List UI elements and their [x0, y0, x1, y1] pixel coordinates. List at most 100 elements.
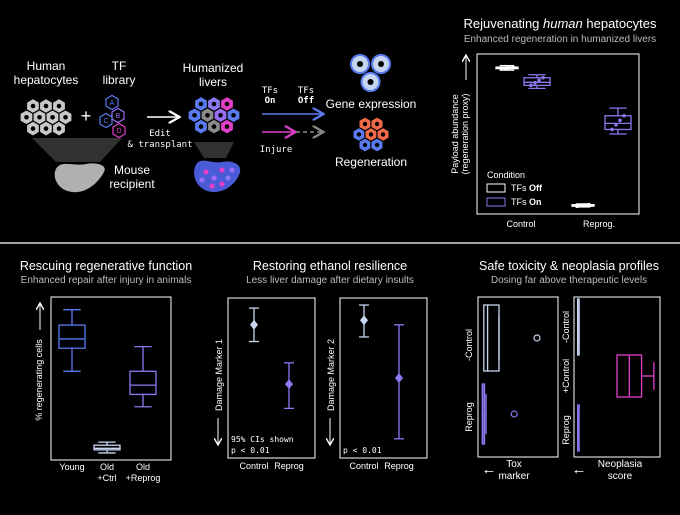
ethanol-point-1-0 — [360, 315, 368, 326]
tf-letter-d: D — [116, 128, 121, 135]
legend-label-off: TFs Off — [511, 183, 543, 193]
rescue-xtick-old-1: Old — [100, 462, 114, 472]
rejuv-point-0-0-2 — [507, 65, 511, 70]
tox-ytick-control: -Control — [464, 329, 474, 361]
tfs-on-label-1: TFs — [262, 86, 278, 96]
neo-xlabel-1: Neoplasia — [598, 459, 643, 470]
p-value-1: p < 0.01 — [231, 446, 270, 455]
tfs-off-label-1: TFs — [298, 86, 314, 96]
rejuv-point-1-1-2 — [618, 118, 622, 123]
p-value-2: p < 0.01 — [343, 446, 382, 455]
rescue-xtick-reprog-1: Old — [136, 462, 150, 472]
rejuv-ylabel-2: (regeneration proxy) — [460, 93, 470, 174]
hepatocyte-nucleus — [43, 126, 49, 131]
tf-letter-a: A — [110, 100, 115, 107]
rejuv-title: Rejuvenating human hepatocytes — [464, 16, 657, 31]
ci-note: 95% CIs shown — [231, 435, 294, 444]
liver-dot-4 — [209, 183, 215, 189]
edit-label: Edit — [149, 129, 171, 139]
mouse-liver-icon — [54, 163, 105, 193]
rejuv-point-1-0-3 — [541, 75, 545, 80]
rescue-box-0-box — [58, 324, 86, 349]
ethanol-xtick-control-1: Control — [239, 461, 268, 471]
humanized-nucleus — [211, 101, 217, 107]
ethanol-title: Restoring ethanol resilience — [253, 259, 407, 273]
humanized-nucleus — [218, 113, 223, 118]
rejuv-point-1-0-0 — [529, 83, 533, 88]
neo-ytick-reprog: Reprog — [561, 415, 571, 445]
regeneration-hex-icon — [352, 116, 390, 153]
tox-box-control-box — [483, 304, 500, 372]
rescue-box-1-box — [93, 444, 121, 451]
rejuv-point-0-1-1 — [579, 203, 583, 208]
humanized-nucleus — [198, 124, 204, 129]
liver-dot-0 — [203, 169, 209, 175]
rejuv-box-1-0-box — [523, 77, 551, 87]
ethanol-subtitle: Less liver damage after dietary insults — [246, 275, 414, 286]
regen-nucleus — [380, 132, 386, 137]
regen-nucleus — [368, 132, 374, 137]
humanized-nucleus — [211, 124, 217, 129]
ethanol-point-0-0 — [250, 319, 258, 330]
humanized-nucleus — [231, 113, 236, 118]
hepatocyte-cluster-icon — [19, 97, 73, 137]
transfer-funnel-shape — [32, 138, 122, 162]
tox-box-control-outlier — [533, 334, 541, 342]
regeneration-label: Regeneration — [335, 155, 407, 169]
liver-dot-5 — [199, 177, 205, 183]
rescue-title: Rescuing regenerative function — [20, 259, 192, 273]
rescue-xtick-young: Young — [59, 462, 84, 472]
legend-title: Condition — [487, 170, 525, 180]
legend-label-on: TFs On — [511, 197, 542, 207]
neo-xlabel-2: score — [608, 471, 633, 482]
ethanol-ylabel-2: Damage Marker 2 — [326, 339, 336, 411]
rejuv-point-0-1-2 — [583, 203, 587, 207]
humanized-funnel-shape — [194, 142, 234, 158]
tfs-off-label-2: Off — [298, 96, 314, 106]
tox-title: Safe toxicity & neoplasia profiles — [479, 259, 659, 273]
humanized-nucleus — [198, 101, 204, 107]
rescue-marks — [58, 309, 157, 454]
liver-dot-1 — [211, 175, 217, 181]
ethanol-point-1-1 — [395, 373, 403, 383]
rejuv-point-1-0-2 — [537, 78, 541, 83]
rejuv-point-0-0-3 — [511, 65, 515, 69]
ethanol-plot1-frame — [227, 297, 316, 459]
ethanol-plot2-frame — [339, 297, 428, 459]
rejuv-xtick-control: Control — [506, 219, 535, 229]
tox-subtitle: Dosing far above therapeutic levels — [491, 275, 647, 286]
rejuv-plot-frame — [476, 53, 640, 215]
rejuv-xtick-reprog: Reprog. — [583, 219, 615, 229]
rejuv-point-1-1-3 — [622, 113, 626, 118]
humanized-livers-label-1: Humanized — [183, 61, 244, 75]
injure-label: Injure — [260, 145, 293, 155]
rescue-ylabel: % regenerating cells — [34, 339, 44, 421]
rescue-xtick-reprog-2: +Reprog — [126, 473, 161, 483]
ethanol-marks — [249, 304, 404, 440]
rejuv-point-0-1-3 — [587, 202, 591, 207]
plus-sign: + — [81, 106, 92, 126]
liver-dot-3 — [225, 175, 231, 181]
tf-letter-c: C — [103, 118, 108, 125]
mouse-recipient-label-1: Mouse — [114, 163, 150, 177]
tox-ytick-reprog: Reprog — [464, 402, 474, 432]
regen-nucleus — [374, 142, 380, 148]
gene-expression-icon — [350, 54, 391, 92]
tf-library-label-1: TF — [112, 59, 127, 73]
hepatocyte-nucleus — [63, 115, 68, 120]
panel-toxicity: Safe toxicity & neoplasia profiles Dosin… — [464, 259, 661, 482]
rejuv-point-0-1-0 — [575, 204, 579, 208]
tox-x-arrow: ← — [482, 461, 497, 478]
panel-rescuing: Rescuing regenerative function Enhanced … — [20, 259, 192, 483]
hepatocyte-nucleus — [30, 126, 36, 131]
rescue-xtick-old-2: +Ctrl — [97, 473, 116, 483]
transplant-label: & transplant — [127, 140, 192, 150]
humanized-nucleus — [224, 101, 230, 107]
tf-library-label-2: library — [103, 73, 136, 87]
neo-plot-frame — [573, 296, 661, 458]
tox-box-reprog-outlier — [510, 410, 518, 418]
panel-ethanol: Restoring ethanol resilience Less liver … — [214, 259, 428, 471]
tox-marks — [481, 298, 655, 452]
rejuv-subtitle: Enhanced regeneration in humanized liver… — [464, 34, 656, 45]
